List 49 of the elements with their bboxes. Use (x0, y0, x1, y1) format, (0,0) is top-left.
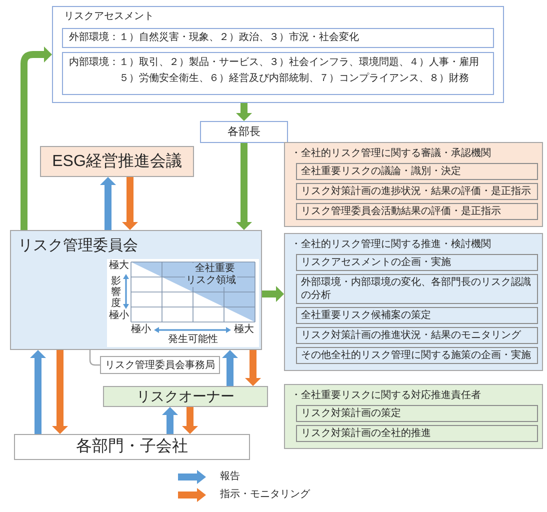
axis-label: 極大 (234, 324, 254, 336)
connector-line (89, 350, 100, 366)
role-item: リスクアセスメントの企画・実施 (296, 254, 538, 271)
role-item: リスク対策計画の全社的推進 (296, 425, 538, 442)
panel-heading: ・全社的リスク管理に関する審議・承認機関 (291, 147, 492, 160)
role-item: その他全社的リスク管理に関する施策の企画・実施 (296, 347, 538, 364)
process-box: 各部長 (200, 121, 288, 143)
axis-label: 影響度 (111, 276, 121, 309)
role-item: リスク対策計画の進捗状況・結果の評価・是正指示 (296, 183, 538, 200)
axis-label: 極小 (109, 310, 129, 322)
assessment-panel (52, 6, 504, 103)
legend-label: 報告 (220, 470, 240, 484)
role-item: リスク対策計画の策定 (296, 405, 538, 422)
panel-title: リスク管理委員会 (18, 236, 138, 256)
arrow (245, 350, 261, 386)
role-item: 全社重要リスクの議論・識別・決定 (296, 163, 538, 180)
arrow (100, 177, 116, 230)
arrow (236, 143, 252, 230)
role-panel (284, 142, 543, 227)
factor-box: 内部環境：１）取引、２）製品・サービス、３）社会インフラ、環境問題、４）人事・雇用５）労働安全衛生、６）経営及び内部統制、７）コンプライアンス、８）財務 (62, 52, 494, 95)
axis-label: 極大 (109, 260, 129, 272)
arrow (182, 407, 198, 434)
role-item: リスク対策計画の推進状況・結果のモニタリング (296, 327, 538, 344)
role-panel (284, 233, 543, 371)
arrow (52, 350, 68, 434)
arrow (236, 103, 252, 121)
legend-label: 指示・モニタリング (220, 488, 310, 502)
role-item: リスク管理委員会活動結果の評価・是正指示 (296, 203, 538, 220)
zone-label: 全社重要リスク領域 (185, 263, 237, 287)
role-item: 全社重要リスク候補案の策定 (296, 307, 538, 324)
axis-label: 極小 (131, 324, 151, 336)
arrow (162, 407, 178, 434)
factor-box: 外部環境：１）自然災害・現象、２）政治、３）市況・社会変化 (62, 28, 494, 48)
office-box: リスク管理委員会事務局 (100, 356, 220, 374)
arrow (20, 46, 52, 230)
committee-panel (10, 230, 262, 350)
panel-title: リスクアセスメント (63, 10, 155, 24)
department-box: 各部門・子会社 (14, 434, 250, 460)
panel-heading: ・全社重要リスクに関する対応推進責任者 (291, 389, 482, 402)
role-panel (284, 384, 543, 449)
arrow (122, 177, 138, 230)
arrow (222, 350, 238, 386)
role-item: 外部環境・内部環境の変化、各部門長のリスク認識の分析 (296, 274, 538, 304)
axis-label: 発生可能性 (168, 334, 218, 346)
arrow (262, 286, 284, 302)
owner-box: リスクオーナー (103, 386, 268, 407)
panel-heading: ・全社的リスク管理に関する推進・検討機関 (291, 238, 492, 251)
arrow (30, 350, 46, 434)
council-box: ESG経営推進会議 (40, 146, 194, 177)
